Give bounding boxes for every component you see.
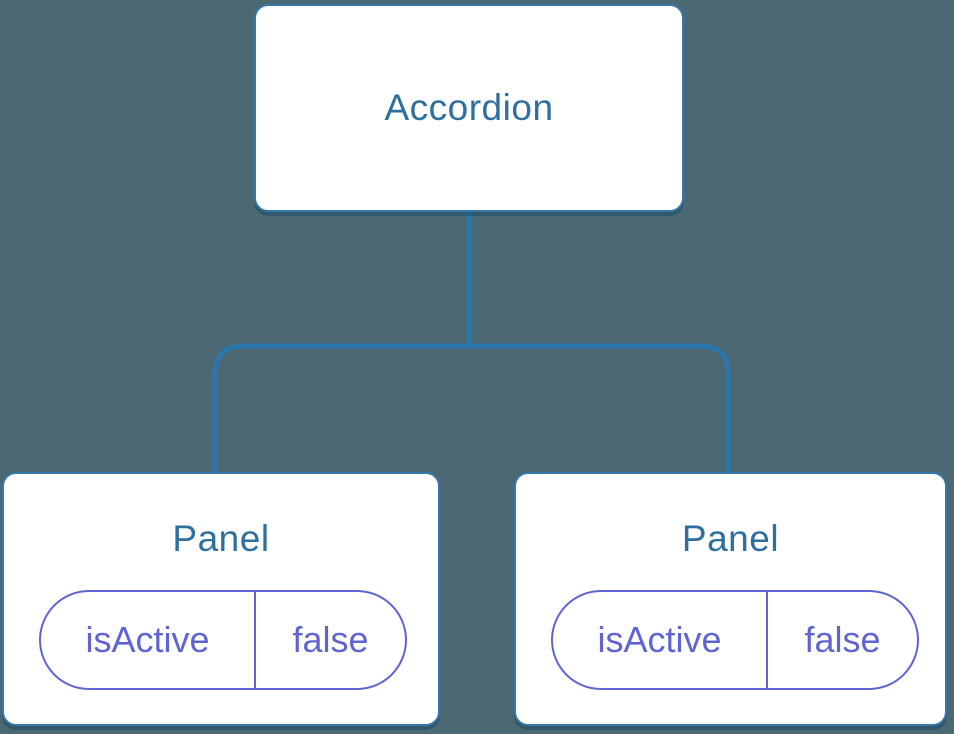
state-name-cell: isActive <box>597 619 722 660</box>
panel-node-right: Panel isActive false <box>514 472 947 726</box>
accordion-node: Accordion <box>254 4 684 212</box>
state-pill: isActive false <box>39 590 407 690</box>
panel-node-label: Panel <box>172 518 270 559</box>
state-pill: isActive false <box>551 590 919 690</box>
state-name-cell: isActive <box>85 619 210 660</box>
accordion-node-label: Accordion <box>384 87 554 128</box>
state-value-cell: false <box>765 592 917 688</box>
panel-node-label: Panel <box>681 518 780 559</box>
state-value-cell: false <box>253 592 405 688</box>
panel-node-left: Panel isActive false <box>2 472 440 726</box>
